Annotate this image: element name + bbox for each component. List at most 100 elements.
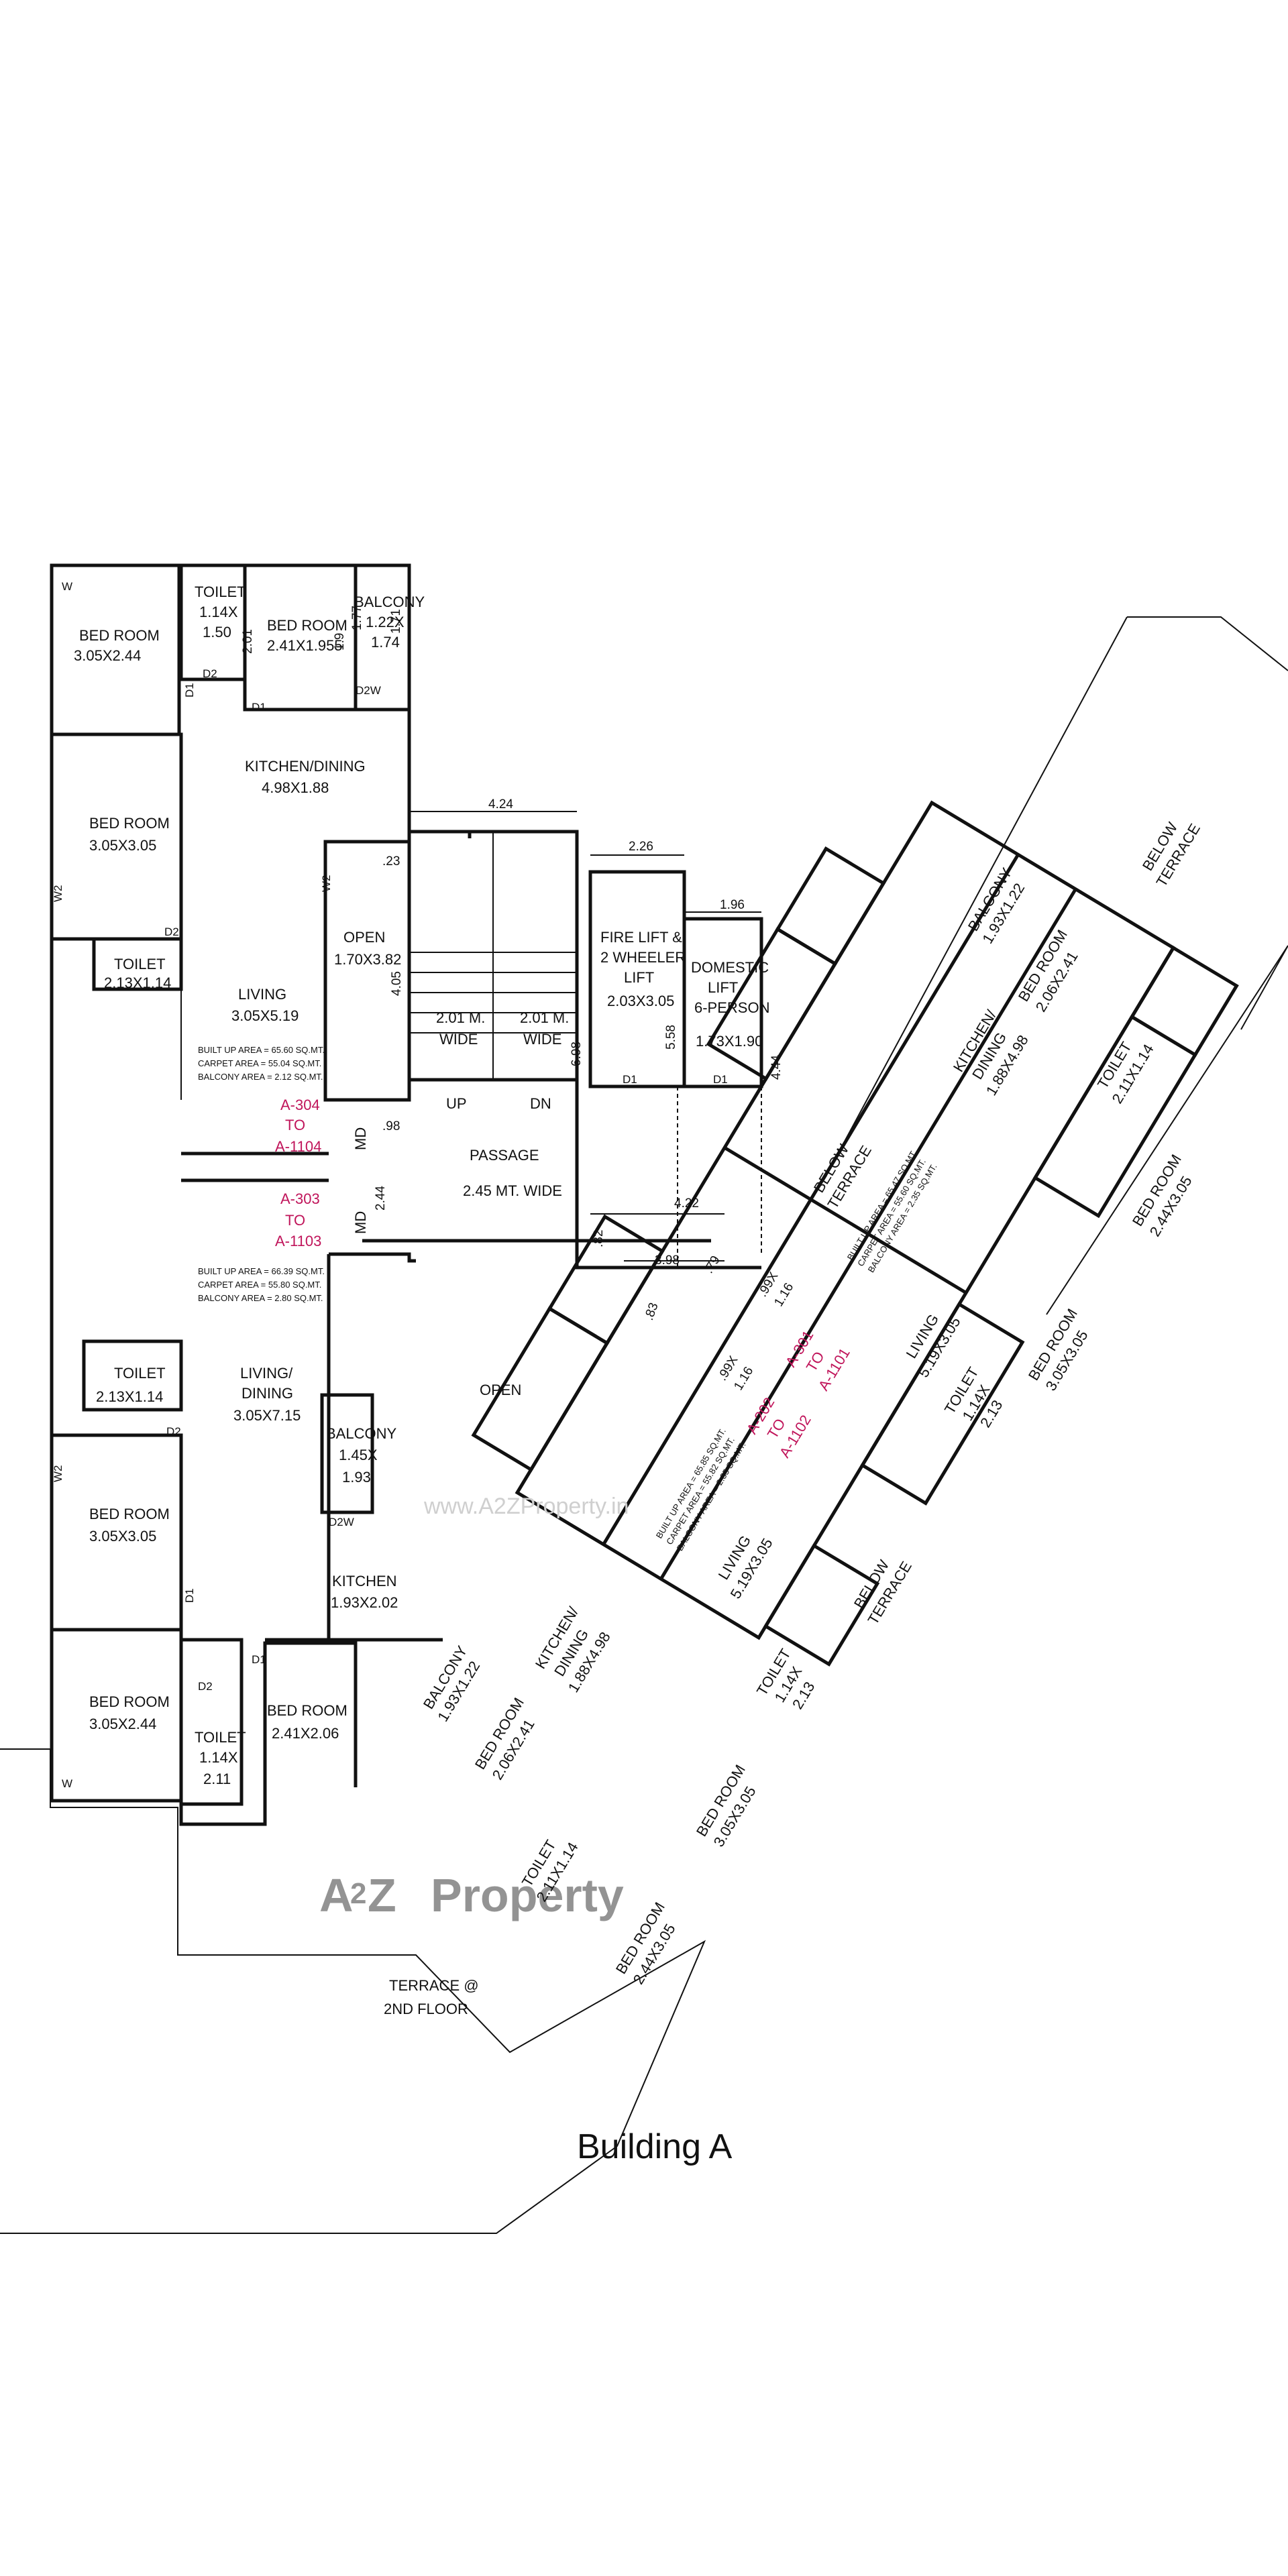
room-name: BED ROOM (89, 815, 170, 832)
room-name: BED ROOM (267, 617, 347, 634)
room-size: 2.13X1.14 (96, 1388, 163, 1405)
stair-width: 2.01 M. (520, 1009, 569, 1026)
door-mark: MD (352, 1211, 369, 1234)
dimension: .23 (382, 854, 400, 869)
room-size: 1.45X (339, 1447, 378, 1463)
room-name: KITCHEN (332, 1573, 397, 1589)
door-mark: D2W (356, 684, 381, 697)
dimension: 3.98 (655, 1253, 680, 1268)
unit-label: A-1102 (776, 1412, 814, 1460)
door-mark: D1 (183, 683, 196, 697)
room-name: BED ROOM (79, 627, 160, 644)
dimension: 2.01 (241, 629, 255, 654)
door-marks: D2 D1 D2W D2 D2 D2 D1 D2W D1 D1 D1 D1 W … (52, 580, 728, 1790)
room-name: OPEN (343, 929, 385, 946)
door-mark: D1 (183, 1588, 196, 1603)
room-name: LIVING (238, 986, 286, 1003)
drawing-title: Building A (577, 2127, 733, 2166)
dimension: 1.9 (333, 633, 347, 651)
unit-label: A-303 (280, 1190, 320, 1207)
room-name: LIVING/ (240, 1365, 293, 1382)
site-outline (0, 616, 1288, 2234)
area-line: BUILT UP AREA = 66.39 SQ.MT. (198, 1266, 325, 1276)
room-name: TOILET (195, 1729, 246, 1746)
room-size: 4.98X1.88 (262, 779, 329, 796)
room-size: 3.05X7.15 (233, 1407, 301, 1424)
dimension: .82 (592, 1230, 606, 1247)
door-mark: D1 (252, 1653, 266, 1666)
room-size: 3.05X5.19 (231, 1007, 299, 1024)
room-name: BALCONY (354, 594, 425, 610)
right-wing (471, 800, 1239, 1667)
door-mark: D2 (166, 1425, 181, 1438)
dimension: 2.26 (629, 840, 653, 854)
door-mark: W (62, 1777, 72, 1790)
dimension: 4.22 (674, 1196, 699, 1211)
watermark-logo-a: A (319, 1869, 354, 1921)
open-label: OPEN (480, 1382, 521, 1398)
stair-up: UP (446, 1095, 467, 1112)
area-line: CARPET AREA = 55.82 SQ.MT. (664, 1435, 737, 1547)
room-name: BED ROOM (89, 1693, 170, 1710)
door-mark: MD (352, 1127, 369, 1150)
room-name: BALCONY (326, 1425, 396, 1442)
unit-label: TO (285, 1212, 305, 1229)
room-size: 1.22X (366, 614, 405, 630)
dimension: 1.77 (350, 606, 364, 630)
door-mark: D2 (198, 1680, 213, 1693)
room-size: 3.05X3.05 (89, 837, 156, 854)
dimension: 4.44 (769, 1055, 784, 1080)
right-terrace-outline (845, 616, 1288, 1315)
lift-name: 6-PERSON (694, 999, 769, 1016)
area-line: CARPET AREA = 55.80 SQ.MT. (198, 1280, 321, 1290)
room-name: TOILET (114, 1365, 166, 1382)
left-wing (50, 563, 472, 1826)
room-name: DINING (241, 1385, 293, 1402)
door-mark: D2W (329, 1516, 354, 1528)
room-size: 3.05X2.44 (74, 647, 141, 664)
room-size: 2.41X1.955 (267, 637, 343, 654)
area-line: CARPET AREA = 55.04 SQ.MT. (198, 1058, 321, 1068)
area-line: BALCONY AREA = 2.12 SQ.MT. (198, 1072, 323, 1082)
room-size: 1.14X (199, 604, 238, 620)
stair-down: DN (530, 1095, 551, 1112)
room-name: TOILET (114, 956, 166, 972)
watermark-logo-z: Z (368, 1869, 396, 1921)
room-name: BED ROOM (89, 1506, 170, 1522)
door-mark: D1 (252, 701, 266, 714)
lift-size: 2.03X3.05 (607, 993, 674, 1009)
room-size: 1.93 (342, 1469, 371, 1486)
dimension: 4.24 (488, 797, 513, 811)
door-mark: W2 (52, 885, 64, 903)
stair-width: 2.01 M. (436, 1009, 485, 1026)
dimension: .83 (642, 1301, 661, 1323)
dimension: 5.58 (664, 1025, 678, 1050)
lift-name: FIRE LIFT & (600, 929, 682, 946)
watermark-logo-2: 2 (350, 1877, 366, 1910)
unit-label: A-1103 (275, 1233, 321, 1249)
unit-label: A-304 (280, 1097, 320, 1113)
room-size: 2.11 (203, 1771, 231, 1787)
area-line: BALCONY AREA = 2.80 SQ.MT. (198, 1293, 323, 1303)
terrace-label: 2ND FLOOR (384, 2001, 468, 2017)
room-size: 3.05X3.05 (89, 1528, 156, 1545)
area-line: CARPET AREA = 55.60 SQ.MT. (855, 1157, 928, 1268)
lift-size: 1.73X1.90 (696, 1033, 763, 1050)
door-mark: D2 (164, 926, 179, 938)
dimension: 1.71 (389, 609, 403, 634)
lift-name: DOMESTIC (691, 959, 769, 976)
terrace-label: TERRACE @ (389, 1977, 479, 1994)
unit-label: A-1104 (275, 1138, 321, 1155)
room-name: KITCHEN/DINING (245, 758, 366, 775)
stair-width: WIDE (523, 1031, 561, 1048)
room-size: 3.05X2.44 (89, 1716, 156, 1732)
dimension: 2.44 (374, 1186, 388, 1211)
watermark: www.A2ZProperty.in A 2 Z Property (319, 1494, 629, 1921)
dimension: .98 (382, 1119, 400, 1133)
dimension: 6.98 (570, 1042, 584, 1066)
door-mark: W2 (320, 875, 333, 893)
core-labels: 4.24 2.26 1.96 2.01 M. WIDE 2.01 M. WIDE… (352, 797, 784, 1398)
watermark-logo-word: Property (431, 1869, 624, 1921)
left-top-unit-labels: BED ROOM 3.05X2.44 TOILET 1.14X 1.50 BED… (74, 583, 425, 1155)
